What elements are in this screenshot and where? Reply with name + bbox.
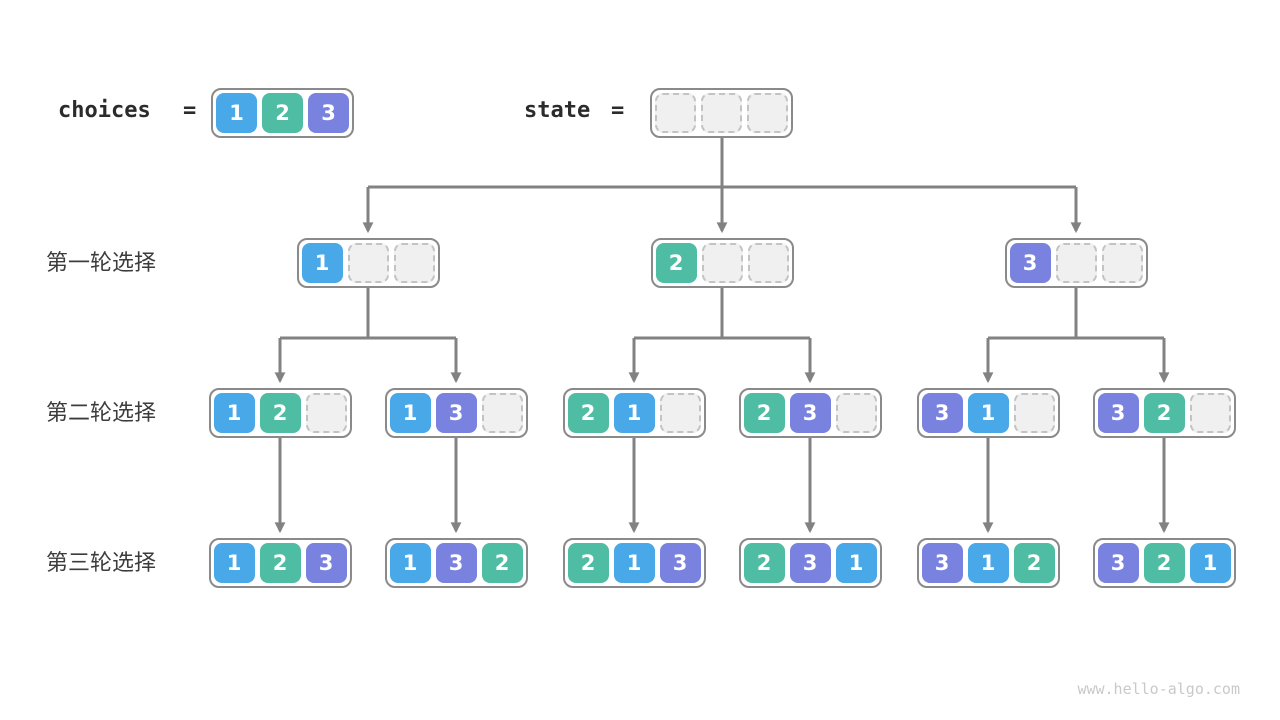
empty-cell [347,243,389,283]
value-cell-2: 2 [743,393,785,433]
empty-cell [1055,243,1097,283]
level2-connector-left [280,288,456,340]
value-cell-1: 1 [967,393,1009,433]
value-cell-3: 3 [305,543,347,583]
empty-cell [701,93,742,133]
empty-cell [481,393,523,433]
value-cell-2: 2 [743,543,785,583]
value-cell-3: 3 [789,393,831,433]
level2-connector-middle [634,288,810,340]
value-cell-3: 3 [435,393,477,433]
round2-label: 第二轮选择 [46,400,157,425]
empty-cell [655,93,696,133]
value-cell-3: 3 [1009,243,1051,283]
value-cell-2: 2 [259,543,301,583]
value-cell-1: 1 [301,243,343,283]
state-box-round1-2: 2 [650,238,794,288]
empty-cell [393,243,435,283]
choices-equals-sign: = [183,98,197,123]
value-cell-2: 2 [1013,543,1055,583]
state-label: state [524,98,591,123]
empty-cell [1101,243,1143,283]
value-cell-1: 1 [967,543,1009,583]
value-cell-2: 2 [481,543,523,583]
state-box [650,88,793,138]
empty-cell [835,393,877,433]
value-cell-1: 1 [213,543,255,583]
value-cell-2: 2 [655,243,697,283]
value-cell-3: 3 [921,393,963,433]
value-cell-1: 1 [1189,543,1231,583]
value-cell-2: 2 [567,543,609,583]
empty-cell [747,93,788,133]
value-cell-3: 3 [1097,393,1139,433]
value-cell-2: 2 [567,393,609,433]
round1-label: 第一轮选择 [46,250,157,275]
value-cell-1: 1 [213,393,255,433]
value-cell-1: 1 [835,543,877,583]
empty-cell [659,393,701,433]
value-cell-1: 1 [613,393,655,433]
value-cell-2: 2 [1143,543,1185,583]
value-cell-3: 3 [435,543,477,583]
empty-cell [747,243,789,283]
empty-cell [1189,393,1231,433]
value-cell-3: 3 [659,543,701,583]
value-cell-3: 3 [1097,543,1139,583]
value-cell-1: 1 [389,543,431,583]
value-cell-2: 2 [1143,393,1185,433]
empty-cell [1013,393,1055,433]
value-cell-1: 1 [216,93,257,133]
choices-label: choices [58,98,151,123]
value-cell-2: 2 [259,393,301,433]
state-box-round1-3: 3 [1004,238,1148,288]
value-cell-3: 3 [921,543,963,583]
level1-connector-line [368,138,1076,189]
empty-cell [305,393,347,433]
value-cell-1: 1 [389,393,431,433]
empty-cell [701,243,743,283]
state-box-round1-1: 1 [296,238,440,288]
value-cell-2: 2 [262,93,303,133]
value-cell-3: 3 [789,543,831,583]
value-cell-1: 1 [613,543,655,583]
watermark-text: www.hello-algo.com [1077,680,1240,698]
state-equals-sign: = [611,98,625,123]
round3-label: 第三轮选择 [46,550,157,575]
level2-connector-right [988,288,1164,340]
value-cell-3: 3 [308,93,349,133]
